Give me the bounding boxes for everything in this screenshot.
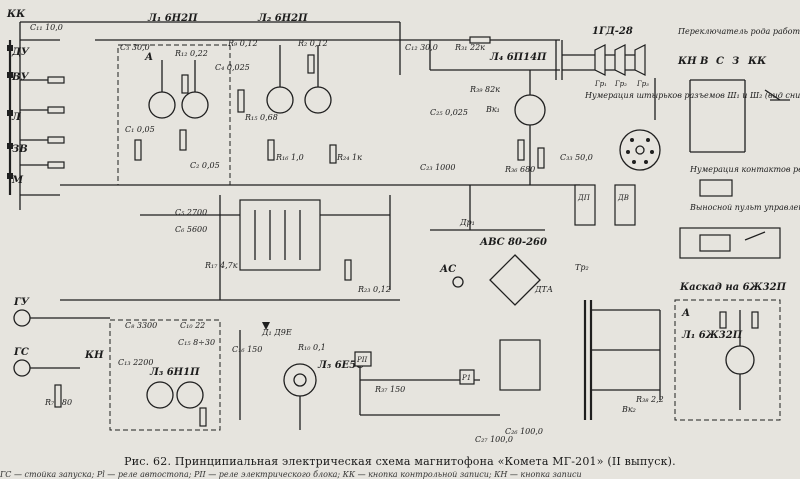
- pin-numbering: Нумерация штырьков разъемов Ш₁ и Ш₂ (вид…: [584, 91, 800, 171]
- label-vk2: Вк₂: [621, 405, 636, 414]
- label-r16: R₁₆ 1,0: [275, 153, 304, 162]
- label-abv: АВС 80-260: [479, 237, 547, 248]
- label-cascade-a: А: [681, 308, 690, 319]
- label-r36: R₃₆ 680: [504, 165, 535, 174]
- tube-l3-stage: Л₃ 6Н1П C₈ 3300 C₁₀ 22 C₁₃ 2200 C₁₅ 8÷30: [109, 319, 221, 431]
- label-ac: АС: [439, 264, 456, 275]
- input-column: КК ДУ ВУ Л ЗВ М ГУ ГС КН R₇ 680: [6, 9, 110, 408]
- label-kn: КН: [84, 350, 104, 361]
- label-du: ДУ: [11, 47, 30, 58]
- label-r9: R₉ 0,12: [227, 39, 258, 48]
- label-pin-numbering: Нумерация штырьков разъемов Ш₁ и Ш₂ (вид…: [584, 91, 800, 100]
- top-rails: С₁₂ 30,0 R₃₁ 22к: [20, 21, 580, 186]
- label-c23: С₂₃ 1000: [420, 163, 455, 172]
- tube-l1-stage: Л₁ 6Н2П А R₁₂ 0,22 С₃ 30,0 C₁ 0,05 C₂ 0,…: [117, 13, 231, 186]
- label-gr1: Гр₁: [594, 80, 607, 88]
- output-transformer: 1ГД-28 Гр₁ Гр₂ Гр₃: [555, 26, 649, 88]
- label-gr2: Гр₂: [614, 80, 627, 88]
- label-r31: R₃₁ 22к: [454, 43, 485, 52]
- label-r12: R₁₂ 0,22: [174, 49, 208, 58]
- label-r2: R₂ 0,12: [297, 39, 328, 48]
- bias-oscillator: C₅ 2700 C₆ 5600 R₁₇ 4,7к R₂₃ 0,12: [60, 195, 400, 301]
- label-cascade-tube: Л₁ 6Ж32П: [681, 330, 743, 341]
- label-zv: ЗВ: [12, 144, 28, 155]
- label-tr2: Тр₂: [575, 263, 589, 272]
- schematic-diagram: КК ДУ ВУ Л ЗВ М ГУ ГС КН R₇ 680 C₁₁ 10,0: [6, 9, 800, 444]
- label-c8: C₈ 3300: [125, 321, 157, 330]
- label-r39: R₃₉ 82к: [469, 85, 500, 94]
- label-dp: ДП: [577, 194, 591, 202]
- label-kk: КК: [6, 9, 26, 20]
- input-resistors: C₁₁ 10,0: [20, 23, 65, 196]
- label-mode-kn: КН: [677, 56, 697, 67]
- label-mode-s: С: [716, 56, 724, 67]
- label-c2: C₂ 0,05: [190, 161, 220, 170]
- label-c16: C₁₆ 150: [232, 345, 262, 354]
- label-c15: C₁₅ 8÷30: [178, 338, 215, 347]
- label-d1: Д₁ Д9Е: [261, 328, 292, 337]
- label-c10: C₁₀ 22: [180, 321, 205, 330]
- relay-section: РII R₃₇ 150 Р1 АС: [354, 264, 500, 416]
- label-c27: C₂₇ 100,0: [475, 435, 513, 444]
- power-transformer: ДП ДВ Тр₂ Вк₂ R₃₈ 2,2: [574, 184, 664, 420]
- label-c25: C₂₅ 0,025: [430, 108, 468, 117]
- remote-control: [679, 227, 781, 259]
- label-dv: ДВ: [617, 194, 629, 202]
- label-gs: ГС: [13, 347, 29, 358]
- label-tube-l4: Л₄ 6П14П: [489, 52, 547, 63]
- label-r23: R₂₃ 0,12: [357, 285, 391, 294]
- label-tube-l1: Л₁ 6Н2П: [147, 13, 198, 24]
- label-gr3: Гр₃: [636, 80, 649, 88]
- label-c6: C₆ 5600: [175, 225, 207, 234]
- label-relay-p2: РII: [356, 356, 367, 364]
- label-m: М: [11, 175, 24, 186]
- label-speaker: 1ГД-28: [592, 26, 633, 37]
- label-r17: R₁₇ 4,7к: [204, 261, 238, 270]
- mode-switch-panel: Переключатель рода работы КН В С З КК: [654, 27, 800, 153]
- label-cascade-title: Каскад на 6Ж32П: [679, 282, 787, 293]
- label-tube-l5: Л₅ 6Е5С: [317, 360, 364, 371]
- label-c26: C₂₆ 100,0: [505, 427, 543, 436]
- label-c4: C₄ 0,025: [215, 63, 250, 72]
- tube-l5-stage: C₁₆ 150 Д₁ Д9Е R₁₀ 0,1 Л₅ 6Е5С: [232, 322, 364, 430]
- label-tube-l2: Л₂ 6Н2П: [257, 13, 308, 24]
- label-220v: R₃₈ 2,2: [635, 395, 664, 404]
- label-dta: ДТА: [534, 285, 553, 294]
- label-vu: ВУ: [11, 72, 29, 83]
- label-mode-v: В: [699, 56, 708, 67]
- label-remote-title: Выносной пульт управления: [689, 203, 800, 212]
- label-block-a: А: [144, 52, 153, 63]
- label-relay-numbering: Нумерация контактов реле РСМ-2 (Р1): [689, 165, 800, 174]
- label-c1: C₁ 0,05: [125, 125, 155, 134]
- label-gu: ГУ: [13, 297, 30, 308]
- label-c13: C₁₃ 2200: [118, 358, 153, 367]
- label-relay-p1: Р1: [461, 374, 471, 382]
- label-mode-kk: КК: [747, 56, 767, 67]
- label-r10: R₁₀ 0,1: [297, 343, 326, 352]
- label-vk1: Вк₁: [485, 105, 500, 114]
- rectifier: АВС 80-260 ДТА Др₁ C₂₆ 100,0 C₂₇ 100,0: [430, 185, 553, 444]
- label-r37: R₃₇ 150: [374, 385, 405, 394]
- label-mode-switch-title: Переключатель рода работы: [677, 27, 800, 36]
- label-dr1: Др₁: [459, 218, 475, 227]
- figure-legend: ГС — стойка запуска; Рl — реле автостопа…: [0, 470, 582, 479]
- tube-l4-stage: Л₄ 6П14П R₃₉ 82к R₃₆ 680 C₂₅ 0,025 С₃₃ 5…: [420, 52, 593, 185]
- label-c3: С₃ 30,0: [120, 43, 150, 52]
- label-r15: R₁₅ 0,68: [244, 113, 278, 122]
- label-mode-z: З: [732, 56, 739, 67]
- label-tube-l3: Л₃ 6Н1П: [149, 367, 200, 378]
- label-c33: С₃₃ 50,0: [560, 153, 593, 162]
- tube-l2-stage: Л₂ 6Н2П R₉ 0,12 C₄ 0,025 R₂ 0,12 R₁₅ 0,6…: [215, 13, 362, 164]
- label-c5: C₅ 2700: [175, 208, 207, 217]
- label-c12: С₁₂ 30,0: [405, 43, 438, 52]
- relay-numbering: Нумерация контактов реле РСМ-2 (Р1) Выно…: [689, 165, 800, 212]
- label-c11: C₁₁ 10,0: [30, 23, 63, 32]
- cascade-6zh32p: Каскад на 6Ж32П А Л₁ 6Ж32П: [674, 282, 787, 421]
- label-l: Л: [11, 112, 22, 123]
- label-r24: R₂₄ 1к: [336, 153, 362, 162]
- figure-caption: Рис. 62. Принципиальная электрическая сх…: [124, 455, 676, 468]
